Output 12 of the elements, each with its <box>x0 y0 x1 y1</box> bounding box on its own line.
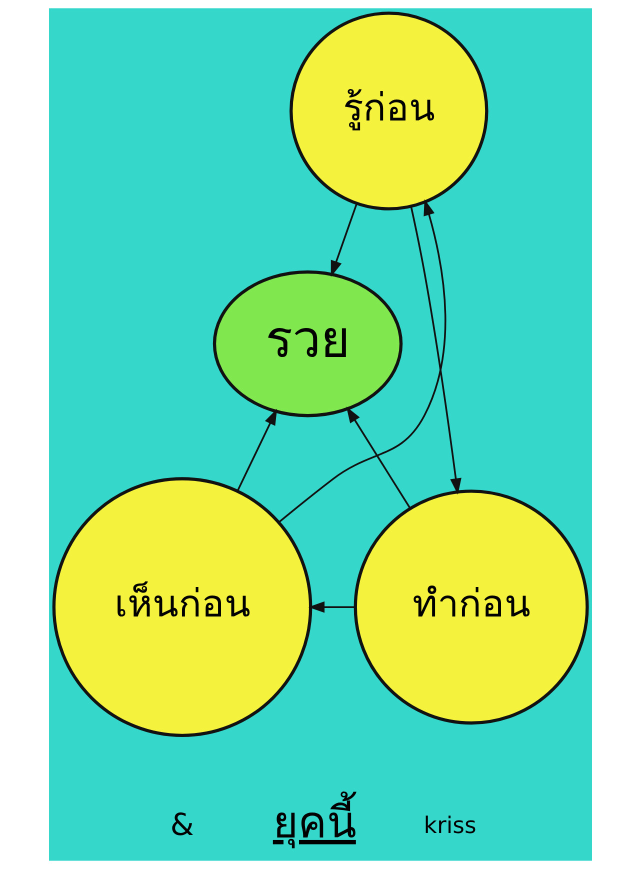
label: kriss <box>423 812 476 839</box>
arrow <box>236 408 277 492</box>
node-circle: เห็นก่อน <box>52 477 312 737</box>
arrow <box>278 199 446 523</box>
arrow <box>410 206 461 495</box>
arrow <box>346 406 411 510</box>
arrow <box>330 203 358 277</box>
label: & <box>170 808 194 844</box>
node-circle: รู้ก่อน <box>289 12 488 210</box>
arrow <box>308 601 355 613</box>
node-ellipse: รวย <box>212 270 402 418</box>
node-circle: ทำก่อน <box>353 490 588 725</box>
